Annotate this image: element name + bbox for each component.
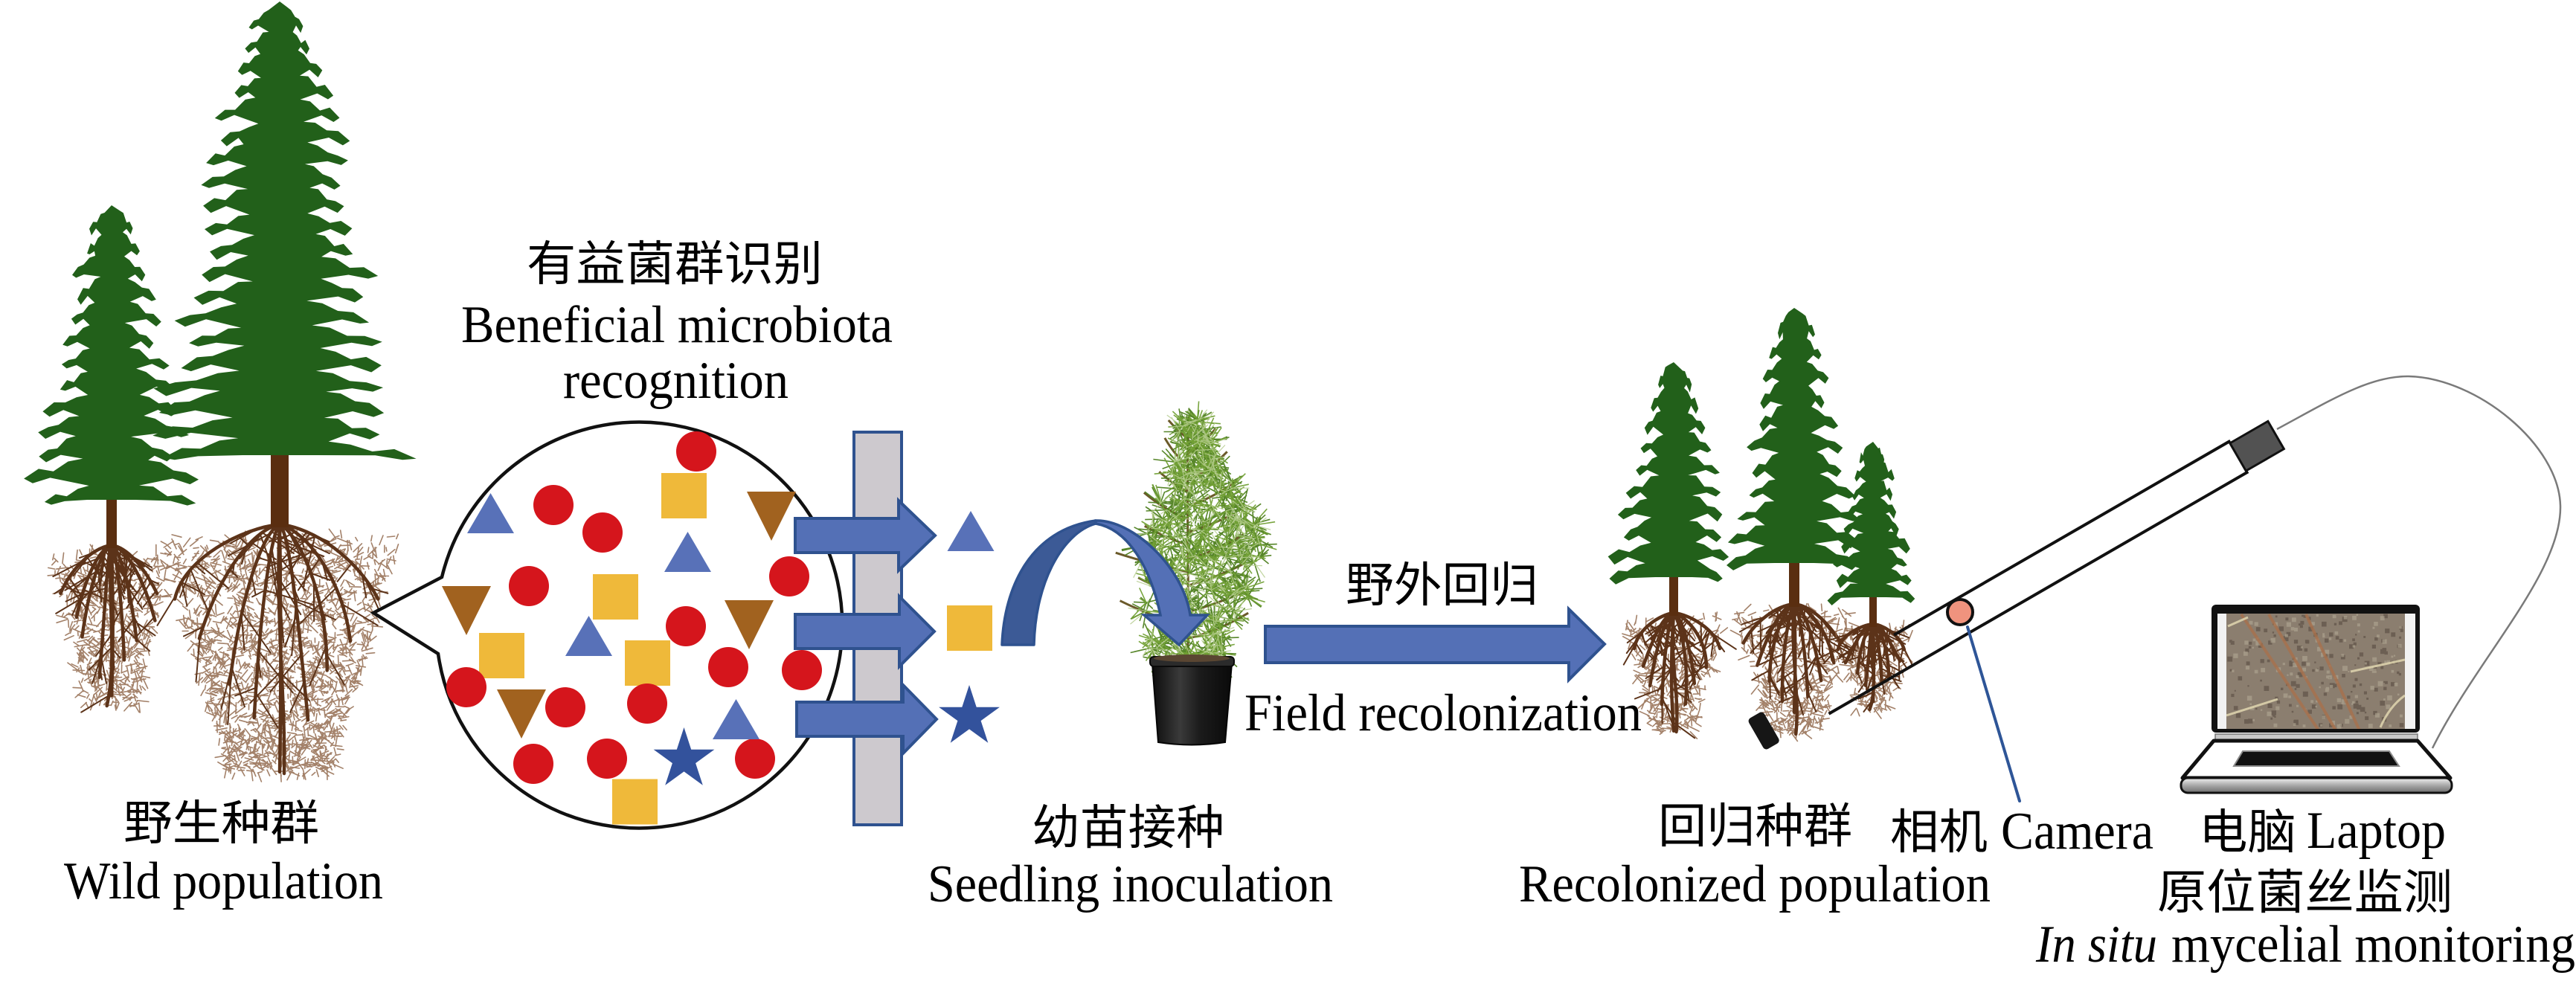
selection-arrow-3 (795, 681, 939, 757)
microbe-yellow-square (479, 633, 524, 678)
microbe-blue-triangle (947, 511, 995, 551)
microbe-blue-star (939, 685, 1000, 743)
mycelium-strands (2226, 616, 2405, 728)
screen-texture-light (2232, 614, 2403, 729)
microbe-blue-triangle (467, 493, 514, 533)
camera-lens-dot (1946, 598, 1974, 626)
mycelium-photo-texture (2226, 614, 2405, 729)
tree-crown (1827, 442, 1915, 605)
microbe-red-circle (513, 744, 553, 784)
conifer-tree-with-roots-icon (1817, 442, 1915, 719)
microbe-red-circle (446, 667, 486, 707)
main-roots (1632, 611, 1722, 734)
microbe-red-circle (587, 739, 627, 779)
main-roots (1836, 622, 1907, 712)
tree-crown (152, 1, 417, 460)
microbe-red-circle (509, 566, 549, 606)
microbe-brown-triangle (497, 689, 546, 739)
conifer-tree-with-roots-icon (24, 205, 199, 713)
microbe-red-circle (782, 650, 822, 690)
conifer-tree-with-roots-icon (1727, 308, 1860, 742)
field-recolonization-arrow (1264, 605, 1607, 684)
label-seedling-zh: 幼苗接种 (1032, 802, 1224, 855)
tube-lower-wall (1828, 470, 2249, 715)
microbe-red-circle (666, 606, 706, 646)
curved-down-arrow-icon (1000, 519, 1211, 647)
pot-body (1151, 663, 1233, 746)
hypha-strands (2240, 614, 2361, 729)
microbe-red-circle (627, 684, 667, 724)
microbe-yellow-square (947, 605, 992, 651)
tree-crown (1607, 362, 1729, 585)
tree-crown (24, 205, 199, 506)
microbe-red-circle (735, 739, 775, 779)
label-monitoring-en-italic: In situ (2035, 916, 2157, 974)
tree-crown (1727, 308, 1860, 570)
label-camera-en: Camera (2001, 803, 2153, 861)
microbe-red-circle (769, 556, 809, 596)
microbe-blue-triangle (713, 699, 759, 739)
microbe-brown-triangle (747, 492, 796, 541)
microbe-blue-triangle (664, 532, 711, 572)
conifer-tree-with-roots-icon (1607, 362, 1737, 739)
laptop-icon (2180, 605, 2453, 794)
laptop-keyboard (2232, 750, 2400, 767)
selection-arrows (794, 497, 939, 757)
microbe-yellow-square (661, 473, 707, 518)
label-recolonized-en: Recolonized population (1519, 855, 1991, 913)
recolonized-population-trees (1607, 308, 1915, 742)
microbe-blue-triangle (565, 616, 612, 656)
label-field-zh: 野外回归 (1346, 559, 1538, 612)
label-recolonized-zh: 回归种群 (1658, 800, 1852, 853)
wild-population-trees (24, 1, 417, 782)
plant-pot (1149, 654, 1235, 746)
camera-head-cap (2228, 419, 2286, 473)
microbe-yellow-square (625, 640, 670, 686)
microbe-yellow-square (593, 574, 638, 620)
label-laptop-en: Laptop (2307, 802, 2446, 860)
label-microbiota-en-line2: recognition (563, 352, 788, 410)
microbe-brown-triangle (442, 586, 491, 635)
curved-arrow-front (1094, 519, 1211, 647)
label-camera-zh: 相机 (1890, 806, 1988, 859)
microbe-red-circle (582, 512, 623, 553)
microbe-red-circle (533, 485, 574, 525)
main-roots (59, 543, 159, 708)
selection-arrow-2 (794, 593, 937, 670)
label-wild-en: Wild population (64, 852, 383, 910)
camera-cable (2276, 375, 2562, 749)
labels: 有益菌群识别 Beneficial microbiota recognition… (64, 238, 2575, 974)
label-laptop-zh: 电脑 (2199, 806, 2296, 859)
label-wild-zh: 野生种群 (123, 797, 319, 850)
camera-pointer-line (1966, 625, 2021, 803)
microbe-red-circle (545, 687, 585, 727)
microbe-blue-star (653, 727, 715, 785)
laptop-base-edge (2180, 776, 2453, 794)
pot-soil (1154, 654, 1230, 662)
label-monitoring-en: mycelial monitoring (2171, 916, 2575, 974)
microbe-red-circle (676, 431, 716, 472)
main-roots (1741, 602, 1843, 736)
label-microbiota-zh: 有益菌群识别 (527, 238, 823, 291)
label-microbiota-en-line1: Beneficial microbiota (461, 296, 893, 354)
probe-tip (1748, 712, 1779, 750)
curved-arrow-back (1000, 519, 1097, 646)
selected-microbes (939, 511, 1000, 743)
fine-roots (160, 528, 399, 782)
selection-arrow-1 (794, 497, 937, 574)
main-roots (173, 522, 380, 776)
conifer-tree-with-roots-icon (152, 1, 417, 782)
microbe-brown-triangle (725, 600, 774, 649)
microbiota-bubble (370, 420, 844, 830)
label-field-en: Field recolonization (1244, 684, 1642, 742)
label-seedling-en: Seedling inoculation (928, 855, 1333, 913)
microbe-yellow-square (612, 779, 658, 825)
microbe-red-circle (708, 647, 748, 687)
tube-upper-wall (1893, 439, 2232, 637)
label-monitoring-zh: 原位菌丝监测 (2157, 866, 2453, 919)
